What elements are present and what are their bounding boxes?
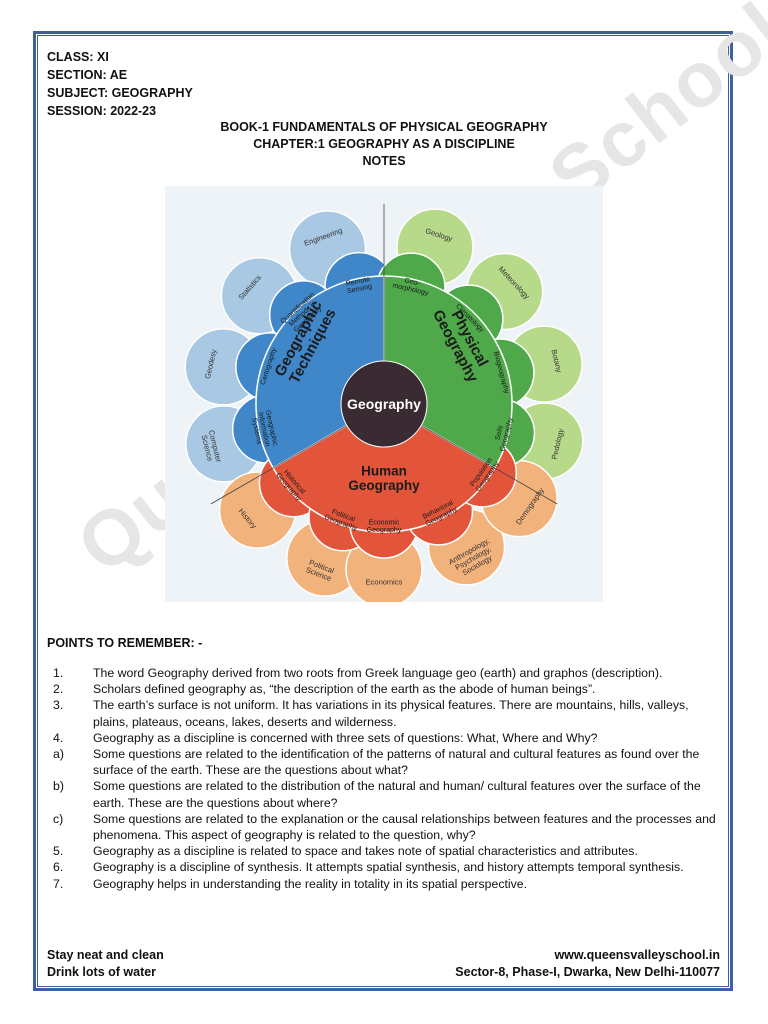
list-item: 4.Geography as a discipline is concerned… xyxy=(53,730,598,745)
notes-title: NOTES xyxy=(362,154,406,168)
list-item: b)Some questions are related to the dist… xyxy=(53,779,701,810)
list-item: 3.The earth’s surface is not uniform. It… xyxy=(53,698,689,729)
points-title: POINTS TO REMEMBER: - xyxy=(47,636,203,650)
list-item: c)Some questions are related to the expl… xyxy=(53,811,716,843)
footer-left: Stay neat and clean Drink lots of water xyxy=(47,947,164,981)
center-circle xyxy=(340,360,428,448)
page-border xyxy=(33,31,733,991)
school-website: www.queensvalleyschool.in xyxy=(554,948,720,962)
page-border-inner xyxy=(37,35,729,987)
list-item: 7.Geography helps in understanding the r… xyxy=(53,876,528,891)
footer-tip-1: Stay neat and clean xyxy=(47,948,164,962)
school-address: Sector-8, Phase-I, Dwarka, New Delhi-110… xyxy=(455,965,720,979)
list-item: 1.The word Geography derived from two ro… xyxy=(53,666,663,680)
points-list: 1.The word Geography derived from two ro… xyxy=(47,665,727,892)
list-item: a)Some questions are related to the iden… xyxy=(53,747,700,778)
document-titles: BOOK-1 FUNDAMENTALS OF PHYSICAL GEOGRAPH… xyxy=(0,119,768,170)
inner-label-quantification: QuantificationMethods inGeography xyxy=(280,291,327,336)
section-line: SECTION: AE xyxy=(47,68,128,82)
footer-right: www.queensvalleyschool.in Sector-8, Phas… xyxy=(455,947,720,981)
subject-line: SUBJECT: GEOGRAPHY xyxy=(47,86,193,100)
session-line: SESSION: 2022-23 xyxy=(47,104,157,118)
chapter-title: CHAPTER:1 GEOGRAPHY AS A DISCIPLINE xyxy=(253,137,515,151)
list-item: 5.Geography as a discipline is related t… xyxy=(53,844,638,859)
list-item: 2.Scholars defined geography as, “the de… xyxy=(53,682,596,697)
sector-human xyxy=(272,403,496,533)
document-header: CLASS: XI SECTION: AE SUBJECT: GEOGRAPHY… xyxy=(47,48,193,120)
outer-label-economics: Economics xyxy=(366,578,403,587)
center-label: Geography xyxy=(347,396,421,412)
list-item: 6.Geography is a discipline of synthesis… xyxy=(53,860,684,875)
geography-diagram-svg: EngineeringStatisticsGeodesyComputerScie… xyxy=(184,204,584,608)
class-line: CLASS: XI xyxy=(47,50,109,64)
book-title: BOOK-1 FUNDAMENTALS OF PHYSICAL GEOGRAPH… xyxy=(220,120,548,134)
footer-tip-2: Drink lots of water xyxy=(47,965,157,979)
